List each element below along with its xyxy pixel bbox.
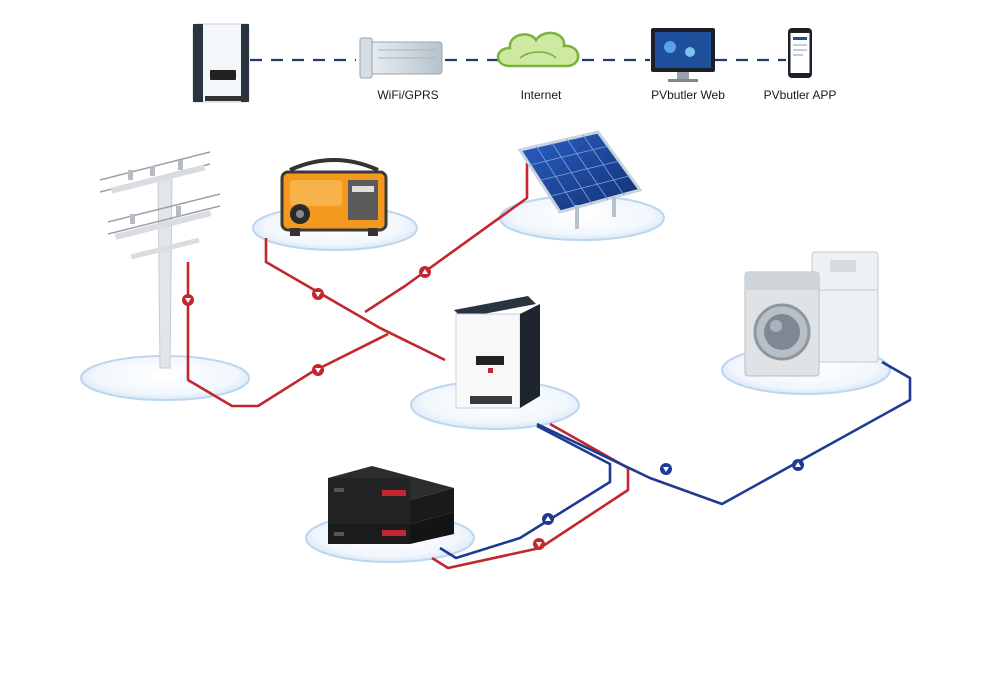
top-row: WiFi/GPRS Internet PVbutler Web PVbutler… [192,23,837,103]
battery-pack [328,466,454,544]
internet-label: Internet [521,88,562,102]
pvbutler-app-label: PVbutler APP [764,88,837,102]
wifi-dongle-icon [359,37,443,79]
phone-icon [788,28,812,78]
flow-arrow-icon [792,459,804,471]
flow-arrow-icon [312,364,324,376]
wifi-gprs-label: WiFi/GPRS [377,88,438,102]
appliances [744,251,879,377]
hybrid-inverter [454,296,540,409]
solar-panel [517,130,643,229]
flow-arrow-icon [182,294,194,306]
pvbutler-web-label: PVbutler Web [651,88,725,102]
flow-arrow-icon [660,463,672,475]
flow-arrow-icon [542,513,554,525]
flow-arrow-icon [533,538,545,550]
flow-arrow-icon [419,266,431,278]
dc-lines [439,360,912,560]
inverter-icon [192,23,250,103]
cloud-icon [496,31,580,68]
generator [280,158,388,236]
monitor-icon [651,28,715,82]
flow-arrows [182,266,804,550]
utility-grid [99,151,221,369]
flow-arrow-icon [312,288,324,300]
